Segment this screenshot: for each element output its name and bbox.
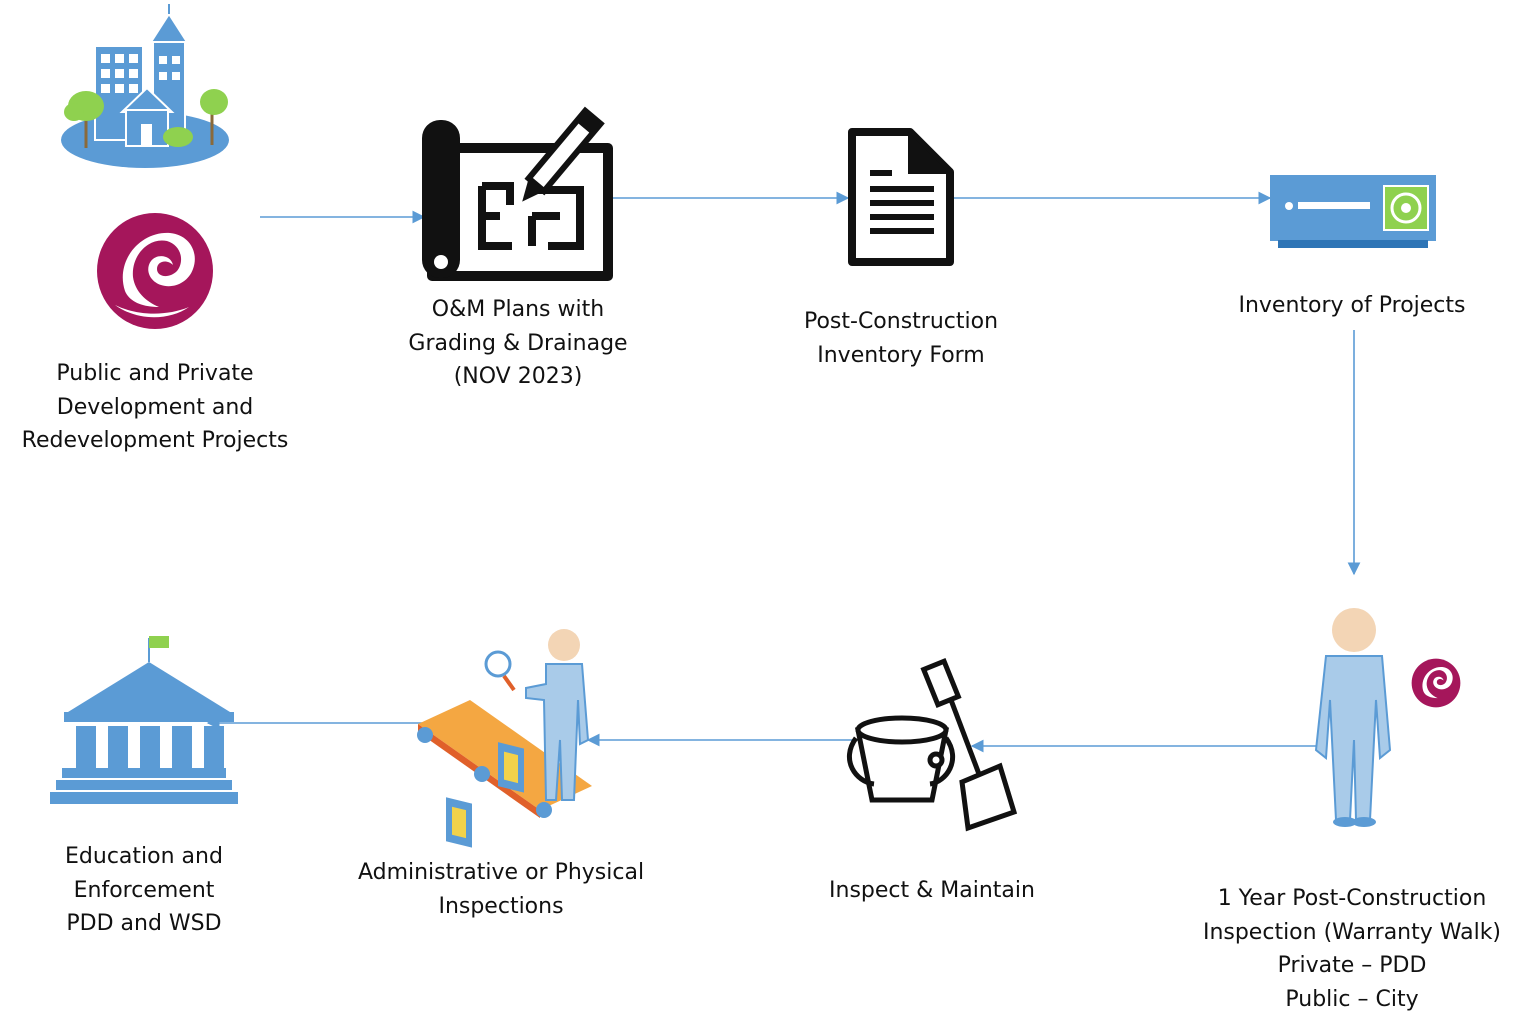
server-device-icon xyxy=(1270,175,1436,248)
label-om-plans: O&M Plans with Grading & Drainage (NOV 2… xyxy=(368,293,668,394)
label-inspect-maintain: Inspect & Maintain xyxy=(782,874,1082,908)
label-line: PDD and WSD xyxy=(0,907,288,941)
label-line: Inspection (Warranty Walk) xyxy=(1182,916,1517,950)
label-inventory: Inventory of Projects xyxy=(1202,289,1502,323)
label-line: (NOV 2023) xyxy=(368,360,668,394)
label-line: Public and Private xyxy=(5,357,305,391)
government-building-icon xyxy=(50,636,238,804)
blueprint-pencil-icon xyxy=(422,111,608,278)
label-line: Inventory Form xyxy=(751,339,1051,373)
phoenix-logo-icon xyxy=(1412,659,1461,708)
connectors xyxy=(208,198,1354,746)
label-line: Inspect & Maintain xyxy=(782,874,1082,908)
label-line: Redevelopment Projects xyxy=(5,424,305,458)
label-line: O&M Plans with xyxy=(368,293,668,327)
label-development: Public and Private Development and Redev… xyxy=(5,357,305,458)
label-education: Education and Enforcement PDD and WSD xyxy=(0,840,288,941)
label-warranty-walk: 1 Year Post-Construction Inspection (War… xyxy=(1182,882,1517,1016)
label-admin-inspections: Administrative or Physical Inspections xyxy=(331,856,671,923)
label-line: Grading & Drainage xyxy=(368,327,668,361)
document-icon xyxy=(852,132,950,262)
conveyor-inspector-icon xyxy=(417,629,592,848)
label-line: Post-Construction xyxy=(751,305,1051,339)
bucket-shovel-icon xyxy=(849,661,1014,828)
label-line: Public – City xyxy=(1182,983,1517,1016)
label-line: Development and xyxy=(5,391,305,425)
city-buildings-icon xyxy=(61,4,229,168)
phoenix-logo-icon xyxy=(97,213,213,329)
label-line: Administrative or Physical xyxy=(331,856,671,890)
label-line: Education and xyxy=(0,840,288,874)
label-line: Inventory of Projects xyxy=(1202,289,1502,323)
label-line: Private – PDD xyxy=(1182,949,1517,983)
label-line: 1 Year Post-Construction xyxy=(1182,882,1517,916)
label-line: Inspections xyxy=(331,890,671,924)
person-icon xyxy=(1316,608,1390,827)
label-line: Enforcement xyxy=(0,874,288,908)
label-inventory-form: Post-Construction Inventory Form xyxy=(751,305,1051,372)
